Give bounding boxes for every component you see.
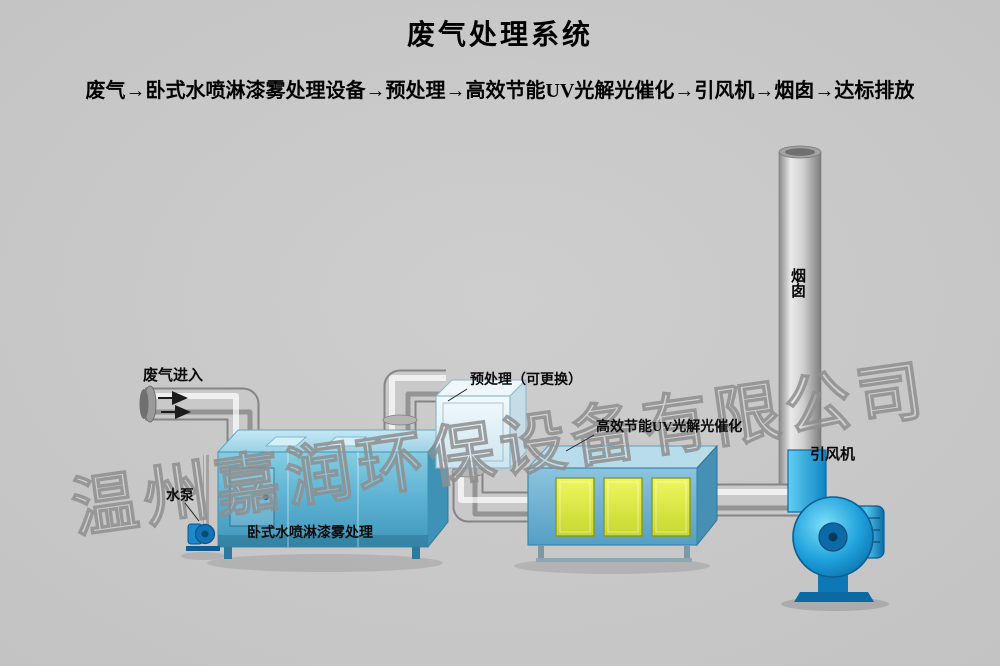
process-flow-line: 废气→卧式水喷淋漆雾处理设备→预处理→高效节能UV光解光催化→引风机→烟囱→达标… xyxy=(86,78,916,102)
pretreatment-box xyxy=(434,378,528,470)
spray-tank xyxy=(216,428,450,559)
downcomer-pipe xyxy=(451,460,540,523)
chimney-label: 烟囱 xyxy=(789,268,806,299)
induced-draft-fan xyxy=(787,449,885,602)
water-pump xyxy=(186,455,220,551)
fan-label: 引风机 xyxy=(810,445,855,463)
pump-label: 水泵 xyxy=(166,487,194,504)
diagram-labels: 废气进入 水泵 卧式水喷淋漆雾处理 预处理（可更换） 高效节能UV光解光催化 引… xyxy=(143,268,855,541)
uv-unit-label: 高效节能UV光解光催化 xyxy=(596,418,742,435)
page-title: 废气处理系统 xyxy=(407,18,593,51)
uv-panels xyxy=(555,477,691,537)
inlet-label: 废气进入 xyxy=(143,366,203,384)
spray-unit-label: 卧式水喷淋漆雾处理 xyxy=(247,524,373,541)
pretreatment-label: 预处理（可更换） xyxy=(470,371,582,388)
uv-unit xyxy=(526,444,719,562)
